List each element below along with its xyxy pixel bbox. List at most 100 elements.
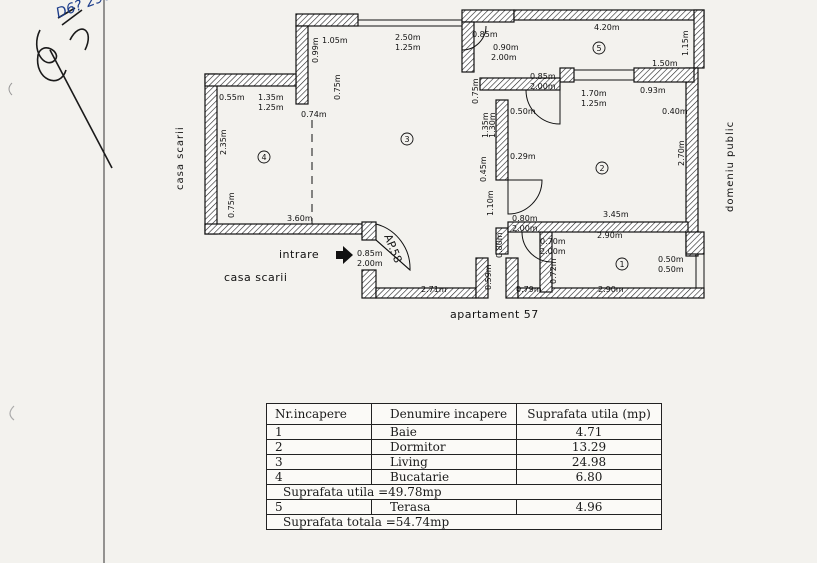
public-domain-label: domeniu public xyxy=(725,121,736,212)
header-room-number: Nr.incapere xyxy=(266,403,372,425)
dim-label: 0.59m xyxy=(484,264,493,290)
signature xyxy=(35,7,113,169)
dim-label: 1.25m xyxy=(395,43,421,52)
cell-name: Dormitor xyxy=(371,439,517,455)
dim-label: 1.15m xyxy=(681,30,690,56)
dim-label: 0.75m xyxy=(227,192,236,218)
dim-label: 0.45m xyxy=(479,156,488,182)
dim-label: 2.70m xyxy=(677,140,686,166)
walls xyxy=(204,9,705,299)
room-number-1: 1 xyxy=(615,257,629,271)
dim-label: 0.70m xyxy=(540,237,566,246)
svg-text:2: 2 xyxy=(600,164,605,173)
dim-label: 1.10m xyxy=(486,190,495,216)
room-number-2: 2 xyxy=(595,161,609,175)
cell-area: 13.29 xyxy=(516,439,662,455)
cell-nr: 4 xyxy=(266,469,372,485)
dim-label: 2.00m xyxy=(540,247,566,256)
dim-label: 2.50m xyxy=(395,33,421,42)
dim-label: 0.50m xyxy=(658,265,684,274)
room-number-5: 5 xyxy=(592,41,606,55)
dim-label: 2.00m xyxy=(491,53,517,62)
dim-label: 0.50m xyxy=(658,255,684,264)
cell-name: Bucatarie xyxy=(371,469,517,485)
dim-label: 0.40m xyxy=(662,107,688,116)
subtotal-row: Suprafata utila =49.78mp xyxy=(266,484,662,500)
cell-name: Terasa xyxy=(371,499,517,515)
stairwell-label-left: casa scarii xyxy=(175,126,186,190)
table-row: 3 Living 24.98 xyxy=(266,454,662,470)
dim-label: 0.85m xyxy=(530,72,556,81)
dim-label: 0.74m xyxy=(301,110,327,119)
dim-label: 1.05m xyxy=(322,36,348,45)
header-room-name: Denumire incapere xyxy=(371,403,517,425)
scan-mark xyxy=(9,405,15,421)
dim-label: 4.20m xyxy=(594,23,620,32)
cell-nr: 3 xyxy=(266,454,372,470)
dim-label: 1.50m xyxy=(652,59,678,68)
ap-tag-label: AP.58 xyxy=(381,232,404,265)
dim-label: 1.30m xyxy=(488,112,497,138)
dim-label: 0.29m xyxy=(510,152,536,161)
cell-area: 24.98 xyxy=(516,454,662,470)
room-number-4: 4 xyxy=(257,150,271,164)
svg-text:3: 3 xyxy=(405,135,410,144)
door-arcs xyxy=(375,25,561,272)
dim-label: 2.90m xyxy=(598,285,624,294)
dim-label: 1.35m xyxy=(258,93,284,102)
entrance-label: intrare xyxy=(279,248,319,261)
cell-nr: 5 xyxy=(266,499,372,515)
scan-mark xyxy=(8,82,13,96)
cell-name: Living xyxy=(371,454,517,470)
stairwell-label-bottom: casa scarii xyxy=(224,271,287,284)
dim-label: 0.99m xyxy=(311,37,320,63)
total-row: Suprafata totala =54.74mp xyxy=(266,514,662,530)
cell-area: 6.80 xyxy=(516,469,662,485)
cell-nr: 1 xyxy=(266,424,372,440)
dim-label: 0.93m xyxy=(640,86,666,95)
dim-label: 2.35m xyxy=(219,129,228,155)
dim-label: 1.70m xyxy=(581,89,607,98)
dim-label: 2.00m xyxy=(357,259,383,268)
dim-label: 0.85m xyxy=(357,249,383,258)
subtotal-text: Suprafata utila =49.78mp xyxy=(266,484,662,500)
svg-text:4: 4 xyxy=(262,153,267,162)
dim-label: 0.85m xyxy=(472,30,498,39)
corner-scribble: D6? 290 xyxy=(54,0,114,22)
cell-area: 4.71 xyxy=(516,424,662,440)
dim-label: 0.75m xyxy=(333,74,342,100)
total-text: Suprafata totala =54.74mp xyxy=(266,514,662,530)
table-row: 4 Bucatarie 6.80 xyxy=(266,469,662,485)
apartment-label: apartament 57 xyxy=(450,308,539,321)
dim-label: 2.00m xyxy=(530,82,556,91)
cell-area: 4.96 xyxy=(516,499,662,515)
dim-label: 0.80m xyxy=(495,232,504,258)
table-row: 2 Dormitor 13.29 xyxy=(266,439,662,455)
table-row: 5 Terasa 4.96 xyxy=(266,499,662,515)
dim-label: 2.00m xyxy=(512,224,538,233)
entrance-arrow-icon xyxy=(336,246,353,264)
dim-label: 0.79m xyxy=(516,285,542,294)
dim-label: 0.50m xyxy=(510,107,536,116)
dimension-labels: 1.05m 0.99m 2.50m 1.25m 0.85m 0.90m 2.00… xyxy=(219,23,690,294)
dim-label: 3.60m xyxy=(287,214,313,223)
table-header-row: Nr.incapere Denumire incapere Suprafata … xyxy=(266,403,662,425)
dim-label: 1.35m xyxy=(481,112,490,138)
table-row: 1 Baie 4.71 xyxy=(266,424,662,440)
dim-label: 0.90m xyxy=(493,43,519,52)
dim-label: 1.25m xyxy=(258,103,284,112)
area-table: Nr.incapere Denumire incapere Suprafata … xyxy=(266,403,662,530)
dim-label: 0.80m xyxy=(512,214,538,223)
dim-label: 3.45m xyxy=(603,210,629,219)
svg-text:1: 1 xyxy=(620,260,625,269)
dim-label: 0.75m xyxy=(471,78,480,104)
cell-name: Baie xyxy=(371,424,517,440)
dim-label: 2.71m xyxy=(421,285,447,294)
dim-label: 0.55m xyxy=(219,93,245,102)
dim-label: 0.72m xyxy=(549,258,558,284)
header-usable-area: Suprafata utila (mp) xyxy=(516,403,662,425)
cell-nr: 2 xyxy=(266,439,372,455)
svg-text:5: 5 xyxy=(597,44,602,53)
dim-label: 2.90m xyxy=(597,231,623,240)
